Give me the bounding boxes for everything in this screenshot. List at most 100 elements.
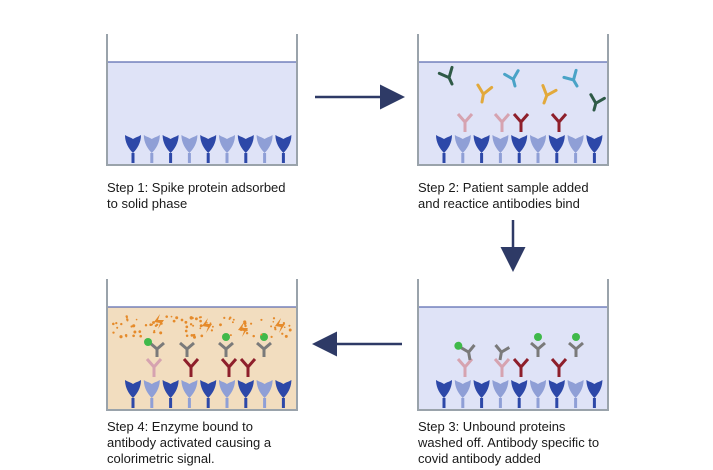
signal-dot [116,326,119,329]
signal-dot [130,325,133,328]
signal-dot [244,324,247,328]
signal-dot [152,331,155,334]
signal-dot [184,329,188,333]
signal-dot [272,320,275,323]
signal-dot [149,323,153,327]
signal-dot [272,317,276,320]
caption-step3: Step 3: Unbound proteins washed off. Ant… [418,419,658,467]
spike-protein-icon [511,380,528,408]
signal-dot [151,323,154,326]
enzyme-icon [454,341,463,350]
signal-dot [223,316,226,320]
free-antibody [589,93,606,112]
spike-protein-icon [125,135,141,163]
signal-dot [245,332,249,335]
signal-dot [184,320,188,324]
spike-row-step1 [125,135,292,163]
bound-antibody [512,358,530,377]
signal-dot [112,322,115,326]
caption-line: Step 1: Spike protein adsorbed [107,180,286,195]
signal-dot [194,317,198,321]
signal-dot [138,330,142,333]
signal-dot [210,329,214,332]
signal-dot [260,318,263,321]
spike-protein-icon [125,380,141,408]
signal-dot [165,315,168,318]
well-step3 [417,279,609,411]
spike-protein-icon [492,135,509,163]
signal-dot [139,334,142,338]
spike-protein-icon [219,135,235,163]
bound-antibody [145,358,163,377]
caption-line: Step 3: Unbound proteins [418,419,566,434]
secondary-antibody [454,341,476,361]
spike-protein-icon [454,380,471,408]
spike-protein-icon [548,135,565,163]
signal-dot [189,316,193,320]
bound-antibody [456,113,474,132]
caption-line: Step 4: Enzyme bound to [107,419,253,434]
spike-protein-icon [567,135,584,163]
signal-dot [170,315,173,318]
free-antibody [503,69,520,88]
signal-dot [206,322,208,324]
secondary-antibody [179,341,195,357]
spike-protein-icon [473,380,490,408]
signal-dot [288,324,291,327]
signal-dot [192,335,197,339]
signal-dot [243,321,247,325]
signal-dot [120,322,123,326]
spike-protein-icon [200,380,217,408]
signal-dot [172,319,176,323]
spike-row-step4 [125,380,292,408]
signal-dot [126,319,129,322]
signal-dot [112,331,115,334]
signal-dot [132,324,136,328]
caption-line: colorimetric signal. [107,451,215,466]
spike-protein-icon [586,135,603,163]
signal-dot [231,321,234,324]
spike-protein-icon [530,135,546,163]
signal-dot [115,322,118,325]
spike-protein-icon [454,135,471,163]
spike-protein-icon [237,380,254,408]
lightning-icon [275,318,285,333]
signal-dot [211,325,214,328]
bound-antibody [550,113,568,132]
spike-protein-icon [492,380,509,408]
well-step2 [417,34,609,166]
signal-dot [175,316,179,320]
signal-dot [189,323,193,326]
bound-antibody [550,358,568,377]
well-step4 [106,279,298,411]
lightning-icon [202,318,212,333]
spike-protein-icon [200,135,217,163]
signal-dot [250,322,253,325]
signal-dot [270,335,273,339]
enzyme-icon [572,333,580,341]
caption-step1: Step 1: Spike protein adsorbed to solid … [107,180,347,212]
enzyme-icon [222,333,230,341]
signal-dot [281,332,284,335]
enzyme-icon [534,333,542,341]
caption-step4: Step 4: Enzyme bound to antibody activat… [107,419,347,467]
spike-protein-icon [256,135,273,163]
signal-dot [289,329,292,332]
spike-row-step3 [436,380,603,408]
signal-dot [185,334,189,337]
caption-line: to solid phase [107,196,188,211]
signal-dot [282,321,286,325]
signal-dot [133,330,137,334]
signal-dot [229,334,232,337]
signal-dot [228,318,231,320]
signal-dot [155,323,159,327]
bound-antibody [512,113,530,132]
caption-line: washed off. Antibody specific to [418,435,600,450]
well-step1 [106,34,298,166]
signal-dot [192,324,195,327]
colorimetric-signal [112,314,292,339]
spike-protein-icon [275,380,292,408]
signal-dot [119,335,123,339]
caption-step2: Step 2: Patient sample added and reactic… [418,180,658,212]
